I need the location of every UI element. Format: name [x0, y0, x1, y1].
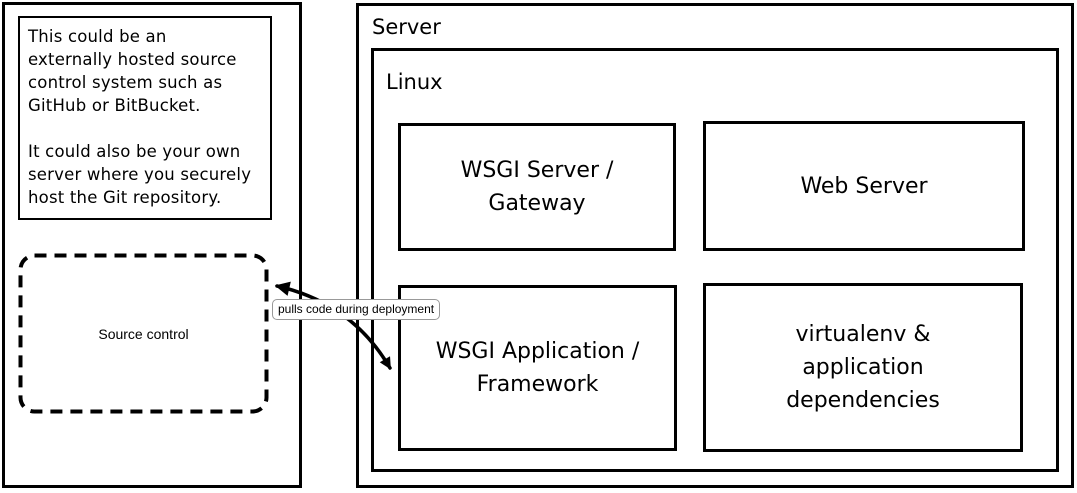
source-control-note: This could be an externally hosted sourc…	[18, 16, 272, 220]
source-control-label: Source control	[98, 325, 189, 342]
external-source-control-container: This could be an externally hosted sourc…	[2, 2, 302, 488]
dashed-border	[18, 253, 269, 414]
note-paragraph-2: It could also be your own server where y…	[28, 142, 252, 207]
server-label: Server	[372, 15, 441, 39]
web-server-label: Web Server	[800, 173, 928, 199]
wsgi-server-gateway-label: WSGI Server / Gateway	[460, 158, 614, 216]
wsgi-application-framework-label: WSGI Application / Framework	[435, 339, 640, 397]
wsgi-server-gateway-box: WSGI Server / Gateway	[398, 123, 676, 251]
note-paragraph-1: This could be an externally hosted sourc…	[28, 27, 237, 115]
web-server-box: Web Server	[703, 121, 1025, 251]
virtualenv-dependencies-box: virtualenv & application dependencies	[703, 283, 1023, 452]
source-control-box: Source control	[18, 253, 269, 414]
virtualenv-dependencies-label: virtualenv & application dependencies	[786, 322, 940, 413]
server-box: Server Linux WSGI Server / Gateway Web S…	[356, 3, 1074, 488]
connector-label: pulls code during deployment	[272, 299, 441, 320]
linux-box: Linux WSGI Server / Gateway Web Server W…	[371, 48, 1059, 472]
wsgi-application-framework-box: WSGI Application / Framework	[398, 285, 677, 451]
linux-label: Linux	[386, 70, 443, 94]
